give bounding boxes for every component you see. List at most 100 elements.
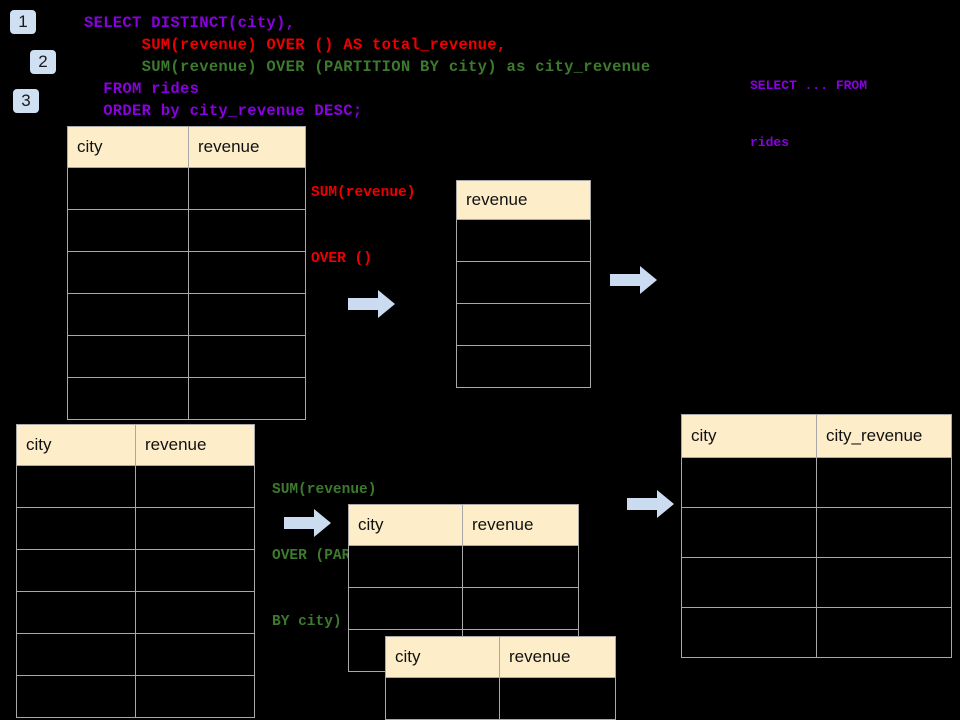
side-note-line-1: SELECT ... FROM xyxy=(750,78,868,93)
table-cell xyxy=(188,377,306,420)
sql-line-4: FROM rides xyxy=(84,80,200,98)
arrow-total-to-final xyxy=(610,265,658,295)
arrow-source-to-total xyxy=(348,289,396,319)
annotation-total-revenue: SUM(revenue) OVER () xyxy=(311,138,415,314)
table-cell xyxy=(462,587,579,630)
column-header-city: city xyxy=(385,636,500,678)
column-header-city: city xyxy=(67,126,189,168)
table-cell xyxy=(816,457,952,508)
table-cell xyxy=(348,545,463,588)
table-cell xyxy=(188,209,306,252)
table-cell xyxy=(462,545,579,588)
table-cell xyxy=(681,457,817,508)
column-header-revenue: revenue xyxy=(499,636,616,678)
table-row xyxy=(456,261,591,304)
table-cell xyxy=(16,465,136,508)
table-row xyxy=(348,587,579,630)
table-cell xyxy=(188,167,306,210)
table-cell xyxy=(816,507,952,558)
table-cell xyxy=(135,465,255,508)
sql-query-block: SELECT DISTINCT(city), SUM(revenue) OVER… xyxy=(84,12,651,122)
table-row xyxy=(67,335,306,378)
column-header-revenue: revenue xyxy=(188,126,306,168)
table-cell xyxy=(67,251,189,294)
sql-line-3: SUM(revenue) OVER (PARTITION BY city) as… xyxy=(84,58,651,76)
column-header-revenue: revenue xyxy=(462,504,579,546)
table-cell xyxy=(16,675,136,718)
table-cell xyxy=(135,675,255,718)
table-cell xyxy=(456,261,591,304)
annotation-city-revenue-line-3: BY city) xyxy=(272,614,342,630)
table-row xyxy=(16,591,255,634)
table-row xyxy=(16,633,255,676)
table-row xyxy=(681,557,952,608)
column-header-revenue: revenue xyxy=(135,424,255,466)
table-cell xyxy=(135,633,255,676)
table-cell xyxy=(456,345,591,388)
sql-line-2: SUM(revenue) OVER () AS total_revenue, xyxy=(84,36,507,54)
table-cell xyxy=(16,549,136,592)
table-cell xyxy=(16,633,136,676)
table-row xyxy=(16,507,255,550)
table-cell xyxy=(681,507,817,558)
table-row xyxy=(67,167,306,210)
step-badge-3[interactable]: 3 xyxy=(13,89,39,113)
arrow-partition-to-final xyxy=(627,489,675,519)
column-header-revenue: revenue xyxy=(456,180,591,220)
table-cell xyxy=(67,293,189,336)
table-cell xyxy=(816,557,952,608)
table-cell xyxy=(681,557,817,608)
table-cell xyxy=(456,219,591,262)
table-row xyxy=(67,377,306,420)
table-cell xyxy=(135,549,255,592)
table-cell xyxy=(681,607,817,658)
table-cell xyxy=(188,251,306,294)
table-cell xyxy=(16,507,136,550)
column-header-city: city xyxy=(681,414,817,458)
annotation-total-revenue-line-2: OVER () xyxy=(311,251,372,267)
annotation-total-revenue-line-1: SUM(revenue) xyxy=(311,185,416,201)
table-cell xyxy=(188,335,306,378)
arrow-source-to-partition xyxy=(284,508,332,538)
table-cell xyxy=(135,507,255,550)
table-cell xyxy=(816,607,952,658)
total-revenue-table: revenue xyxy=(456,180,591,388)
table-row xyxy=(16,549,255,592)
table-row xyxy=(67,251,306,294)
side-note-line-2: rides xyxy=(750,135,790,150)
table-cell xyxy=(499,677,616,720)
table-cell xyxy=(67,209,189,252)
step-badge-2[interactable]: 2 xyxy=(30,50,56,74)
table-row xyxy=(67,209,306,252)
column-header-city: city xyxy=(348,504,463,546)
table-cell xyxy=(188,293,306,336)
table-cell xyxy=(135,591,255,634)
annotation-city-revenue-line-1: SUM(revenue) xyxy=(272,482,377,498)
table-row xyxy=(456,303,591,346)
sql-line-1: SELECT DISTINCT(city), xyxy=(84,14,296,32)
table-row xyxy=(681,607,952,658)
table-row xyxy=(67,293,306,336)
table-header-row: revenue xyxy=(456,180,591,220)
column-header-city_revenue: city_revenue xyxy=(816,414,952,458)
sql-line-5: ORDER by city_revenue DESC; xyxy=(84,102,363,120)
table-row xyxy=(385,677,616,720)
table-cell xyxy=(16,591,136,634)
table-cell xyxy=(385,677,500,720)
table-cell xyxy=(348,587,463,630)
step-badge-1[interactable]: 1 xyxy=(10,10,36,34)
table-row xyxy=(456,219,591,262)
table-row xyxy=(16,465,255,508)
table-cell xyxy=(67,377,189,420)
table-row xyxy=(681,507,952,558)
